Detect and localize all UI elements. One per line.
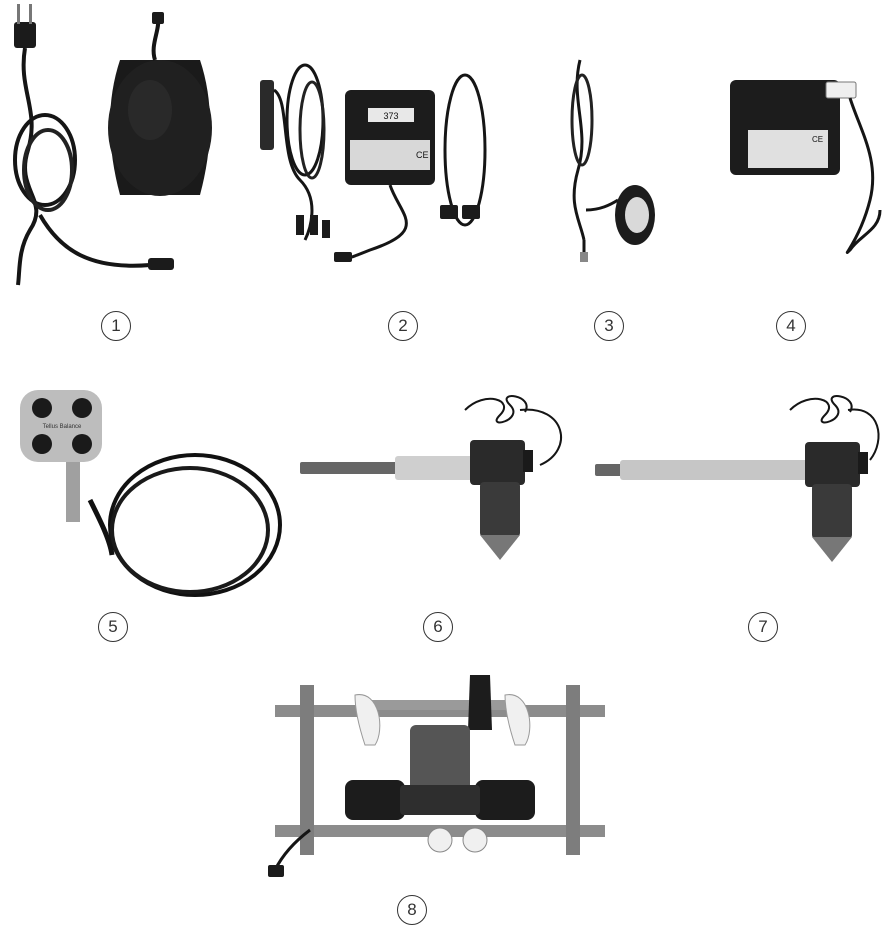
item-number-3: 3	[594, 311, 624, 341]
item-number-1: 1	[101, 311, 131, 341]
figure-item-5: Tellus Balance 5	[0, 370, 300, 642]
item-number-7: 7	[748, 612, 778, 642]
item-number-5: 5	[98, 612, 128, 642]
figure-item-4: CE 4	[720, 60, 886, 341]
control-box-image: 373 CE	[260, 63, 487, 262]
sensor-pad-text: Tellus Balance	[43, 424, 82, 430]
figure-item-8: 8	[260, 670, 620, 925]
figure-item-2: 373 CE 2	[250, 0, 510, 341]
item-number-2: 2	[388, 311, 418, 341]
figure-item-1: 1	[0, 0, 240, 341]
secondary-box-image: CE	[730, 80, 882, 254]
figure-item-6: 6	[295, 380, 585, 642]
control-box-tag: 373	[383, 111, 398, 121]
figure-item-7: 7	[590, 380, 886, 642]
ce-mark-2: CE	[812, 135, 823, 144]
linear-actuator-image	[300, 395, 563, 560]
item-number-4: 4	[776, 311, 806, 341]
figure-item-3: 3	[540, 40, 680, 341]
linear-actuator-long-image	[595, 395, 880, 562]
handset-image	[570, 59, 655, 262]
sensor-pad-image: Tellus Balance	[20, 390, 282, 597]
ce-mark: CE	[416, 150, 429, 160]
frame-assembly-image	[268, 675, 605, 877]
power-adapter-image	[13, 4, 212, 286]
item-number-6: 6	[423, 612, 453, 642]
item-number-8: 8	[397, 895, 427, 925]
